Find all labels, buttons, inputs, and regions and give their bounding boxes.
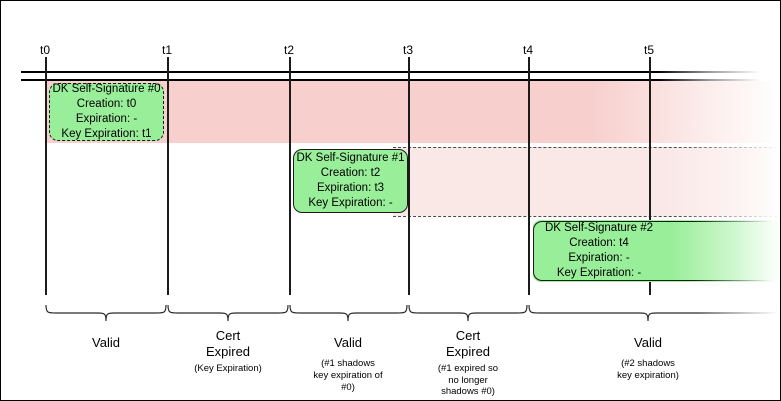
signature-box-1[interactable]: DK Self-Signature #1 Creation: t2 Expira…: [293, 149, 408, 213]
tick-label-t5: t5: [643, 43, 655, 57]
signature-2-expiration: Expiration: -: [568, 252, 630, 264]
interval-status-t1-t2-line2: Expired: [205, 343, 251, 359]
interval-caption-t3-t4: Cert Expired (#1 expired so no longer sh…: [408, 328, 528, 398]
signature-1-creation: Creation: t2: [320, 166, 381, 179]
interval-status-t0-t1: Valid: [92, 335, 120, 350]
guide-line-sig1-top: [393, 147, 780, 148]
signature-0-title: DK Self-Signature #0: [52, 82, 161, 95]
interval-caption-t4-end: Valid (#2 shadows key expiration): [568, 335, 728, 382]
interval-caption-t2-t3: Valid (#1 shadows key expiration of #0): [288, 335, 408, 393]
brace-t1-t2: [167, 304, 289, 322]
signature-0-creation: Creation: t0: [76, 97, 137, 110]
signature-1-expiration: Expiration: t3: [316, 182, 385, 194]
interval-status-t4-end: Valid: [634, 335, 662, 350]
interval-status-t3-t4-line2: Expired: [445, 343, 491, 359]
tick-t1: [167, 57, 169, 295]
signature-2-title: DK Self-Signature #2: [544, 221, 654, 234]
tick-label-t4: t4: [522, 43, 534, 57]
signature-2-creation: Creation: t4: [569, 236, 629, 249]
brace-t0-t1: [45, 304, 167, 322]
signature-1-title: DK Self-Signature #1: [296, 151, 405, 164]
brace-t2-t3: [289, 304, 408, 322]
cert-expired-band-lower: [393, 147, 780, 216]
signature-0-expiration: Expiration: -: [75, 113, 138, 125]
tick-t3: [408, 57, 410, 295]
interval-status-t1-t2-line1: Cert: [215, 328, 241, 343]
tick-label-t1: t1: [161, 43, 173, 57]
signature-box-0[interactable]: DK Self-Signature #0 Creation: t0 Expira…: [49, 83, 164, 141]
interval-caption-t1-t2: Cert Expired (Key Expiration): [168, 328, 288, 375]
brace-t4-end: [528, 304, 778, 322]
tick-label-t0: t0: [39, 43, 51, 57]
guide-line-sig1-bottom: [393, 216, 780, 217]
interval-status-t3-t4-line1: Cert: [455, 328, 481, 343]
signature-0-key-expiration: Key Expiration: t1: [61, 128, 152, 141]
interval-caption-t0-t1: Valid: [46, 335, 166, 351]
signature-2-key-expiration: Key Expiration: -: [556, 267, 642, 280]
tick-label-t3: t3: [402, 43, 414, 57]
tick-t0: [45, 57, 47, 295]
signature-1-key-expiration: Key Expiration: -: [308, 197, 393, 210]
timeline-axis-bottom: [21, 79, 761, 81]
interval-status-t2-t3: Valid: [334, 335, 362, 350]
tick-t4: [528, 57, 530, 295]
interval-note-t1-t2: (Key Expiration): [194, 362, 262, 374]
signature-box-2[interactable]: DK Self-Signature #2 Creation: t4 Expira…: [532, 220, 780, 282]
signature-2-border-right: [657, 221, 780, 281]
interval-note-t4-end: (#2 shadows key expiration): [617, 357, 679, 381]
tick-t5: [649, 57, 651, 295]
tick-t2: [289, 57, 291, 295]
tick-label-t2: t2: [283, 43, 295, 57]
interval-note-t2-t3: (#1 shadows key expiration of #0): [313, 357, 383, 393]
brace-t3-t4: [408, 304, 528, 322]
timeline-axis-top: [21, 71, 761, 73]
interval-note-t3-t4: (#1 expired so no longer shadows #0): [437, 362, 499, 398]
